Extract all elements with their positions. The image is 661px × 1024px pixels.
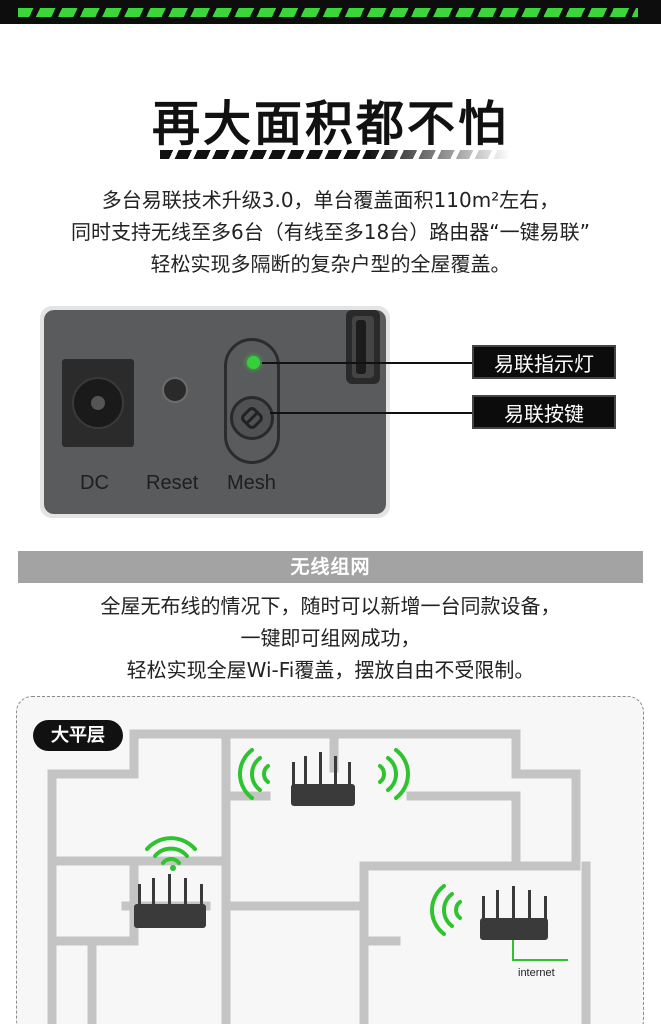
- wireless-line: 全屋无布线的情况下，随时可以新增一台同款设备，: [100, 594, 561, 618]
- wireless-description: 全屋无布线的情况下，随时可以新增一台同款设备， 一键即可组网成功， 轻松实现全屋…: [0, 590, 661, 686]
- reset-label: Reset: [146, 472, 199, 494]
- title-underline-decor: [160, 150, 510, 159]
- green-stripes: [18, 8, 638, 17]
- reset-hole-icon: [162, 377, 188, 403]
- intro-line: 多台易联技术升级3.0，单台覆盖面积110m²左右，: [101, 188, 560, 212]
- mesh-indicator-led: [247, 356, 260, 369]
- dc-port-icon: [62, 359, 134, 447]
- router-icon: [291, 752, 355, 806]
- top-decor-bar: [0, 0, 661, 24]
- intro-description: 多台易联技术升级3.0，单台覆盖面积110m²左右， 同时支持无线至多6台（有线…: [0, 184, 661, 280]
- intro-line: 同时支持无线至多6台（有线至多18台）路由器“一键易联”: [71, 220, 590, 244]
- callout-button-label: 易联按键: [472, 395, 616, 429]
- router-icon: [480, 886, 548, 940]
- wireless-line: 轻松实现全屋Wi-Fi覆盖，摆放自由不受限制。: [126, 658, 535, 682]
- mesh-control-housing: [224, 338, 280, 464]
- page-title: 再大面积都不怕: [151, 96, 509, 152]
- internet-label: internet: [518, 967, 555, 979]
- mesh-button-icon: [230, 396, 274, 440]
- antenna-icon: [346, 310, 380, 384]
- router-icon: [134, 874, 206, 928]
- wifi-signal-icon: [145, 748, 462, 936]
- intro-line: 轻松实现多隔断的复杂户型的全屋覆盖。: [150, 252, 511, 276]
- wireless-line: 一键即可组网成功，: [240, 626, 421, 650]
- floorplan-diagram: [47, 729, 591, 1024]
- callout-line-button: [270, 412, 474, 414]
- callout-line-indicator: [262, 362, 474, 364]
- mesh-label: Mesh: [227, 472, 276, 494]
- callout-indicator-label: 易联指示灯: [472, 345, 616, 379]
- dc-label: DC: [80, 472, 109, 494]
- section-header-wireless: 无线组网: [18, 551, 643, 583]
- floorplan-badge: 大平层: [33, 720, 123, 751]
